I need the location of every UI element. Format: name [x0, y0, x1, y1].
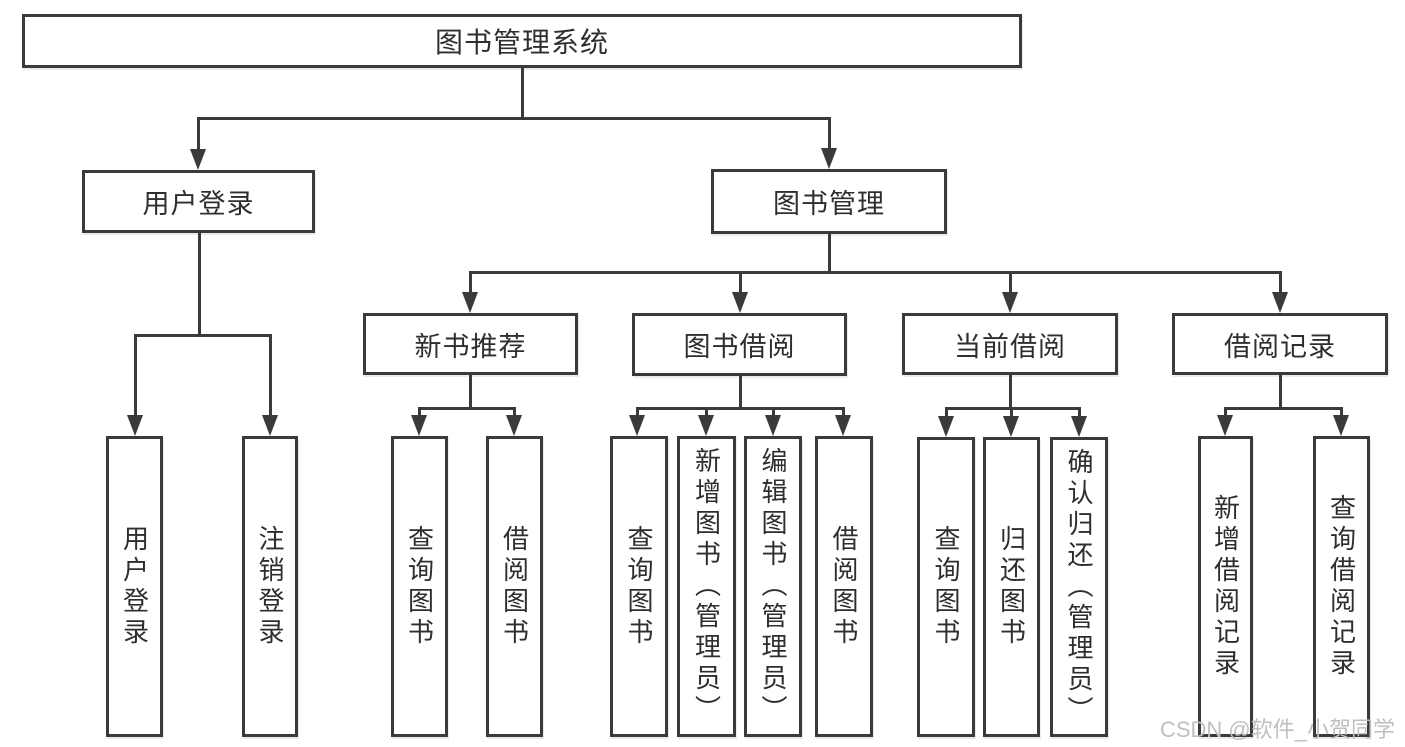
connector-arrow-shaft — [512, 408, 516, 420]
connector-line — [1008, 375, 1012, 408]
arrow-down-icon — [462, 292, 478, 313]
connector-line — [468, 375, 472, 408]
leaf-logout: 注销登录 — [242, 436, 298, 737]
connector-line — [197, 233, 201, 335]
leaf-user-login: 用户登录 — [106, 436, 163, 737]
connector-line — [520, 68, 524, 118]
leaf-current-return-books: 归还图书 — [983, 437, 1040, 737]
connector-arrow-shaft — [1223, 408, 1227, 420]
node-user-login: 用户登录 — [82, 170, 315, 233]
node-book-management: 图书管理 — [711, 169, 947, 234]
connector-arrow-shaft — [196, 118, 200, 154]
arrow-down-icon — [698, 415, 714, 436]
arrow-down-icon — [1217, 415, 1233, 436]
node-root: 图书管理系统 — [22, 14, 1022, 68]
csdn-watermark: CSDN @软件_小贺同学 — [1159, 717, 1395, 742]
leaf-borrow-borrow-books: 借阅图书 — [815, 436, 873, 737]
arrow-down-icon — [732, 292, 748, 313]
arrow-down-icon — [765, 415, 781, 436]
arrow-down-icon — [506, 415, 522, 436]
arrow-down-icon — [190, 149, 206, 170]
connector-arrow-shaft — [1339, 408, 1343, 420]
connector-arrow-shaft — [1009, 408, 1013, 421]
node-borrow-records: 借阅记录 — [1172, 313, 1388, 375]
connector-arrow-shaft — [827, 118, 831, 153]
connector-arrow-shaft — [944, 408, 948, 421]
arrow-down-icon — [835, 415, 851, 436]
connector-arrow-shaft — [841, 408, 845, 420]
node-new-book-recommend: 新书推荐 — [363, 313, 578, 375]
connector-line — [417, 406, 516, 410]
arrow-down-icon — [127, 415, 143, 436]
leaf-newbooks-borrow-books: 借阅图书 — [486, 436, 543, 737]
connector-line — [468, 270, 1282, 274]
connector-line — [133, 333, 272, 337]
node-current-borrow: 当前借阅 — [902, 313, 1118, 375]
node-book-borrow: 图书借阅 — [632, 313, 847, 376]
arrow-down-icon — [262, 415, 278, 436]
connector-arrow-shaft — [1077, 408, 1081, 421]
connector-arrow-shaft — [133, 335, 137, 420]
connector-arrow-shaft — [468, 272, 472, 297]
leaf-borrow-edit-books-admin: 编辑图书（管理员） — [744, 436, 802, 737]
connector-line — [1278, 375, 1282, 408]
arrow-down-icon — [1002, 292, 1018, 313]
leaf-borrow-query-books: 查询图书 — [610, 436, 668, 737]
connector-line — [944, 406, 1081, 410]
arrow-down-icon — [1272, 292, 1288, 313]
connector-arrow-shaft — [704, 408, 708, 420]
connector-arrow-shaft — [771, 408, 775, 420]
connector-line — [738, 376, 742, 408]
leaf-records-add-record: 新增借阅记录 — [1198, 436, 1253, 737]
leaf-borrow-add-books-admin: 新增图书（管理员） — [677, 436, 736, 737]
connector-arrow-shaft — [1278, 272, 1282, 297]
arrow-down-icon — [1333, 415, 1349, 436]
leaf-current-confirm-return-admin: 确认归还（管理员） — [1050, 437, 1108, 737]
arrow-down-icon — [938, 416, 954, 437]
connector-line — [196, 116, 831, 120]
arrow-down-icon — [821, 148, 837, 169]
arrow-down-icon — [629, 415, 645, 436]
arrow-down-icon — [411, 415, 427, 436]
connector-arrow-shaft — [268, 335, 272, 420]
leaf-current-query-books: 查询图书 — [917, 437, 975, 737]
connector-arrow-shaft — [1008, 272, 1012, 297]
connector-arrow-shaft — [738, 272, 742, 297]
leaf-newbooks-query-books: 查询图书 — [391, 436, 448, 737]
arrow-down-icon — [1071, 416, 1087, 437]
leaf-records-query-record: 查询借阅记录 — [1313, 436, 1370, 737]
connector-arrow-shaft — [635, 408, 639, 420]
arrow-down-icon — [1003, 416, 1019, 437]
connector-arrow-shaft — [417, 408, 421, 420]
connector-line — [1223, 406, 1343, 410]
connector-line — [827, 234, 831, 272]
connector-line — [635, 406, 845, 410]
